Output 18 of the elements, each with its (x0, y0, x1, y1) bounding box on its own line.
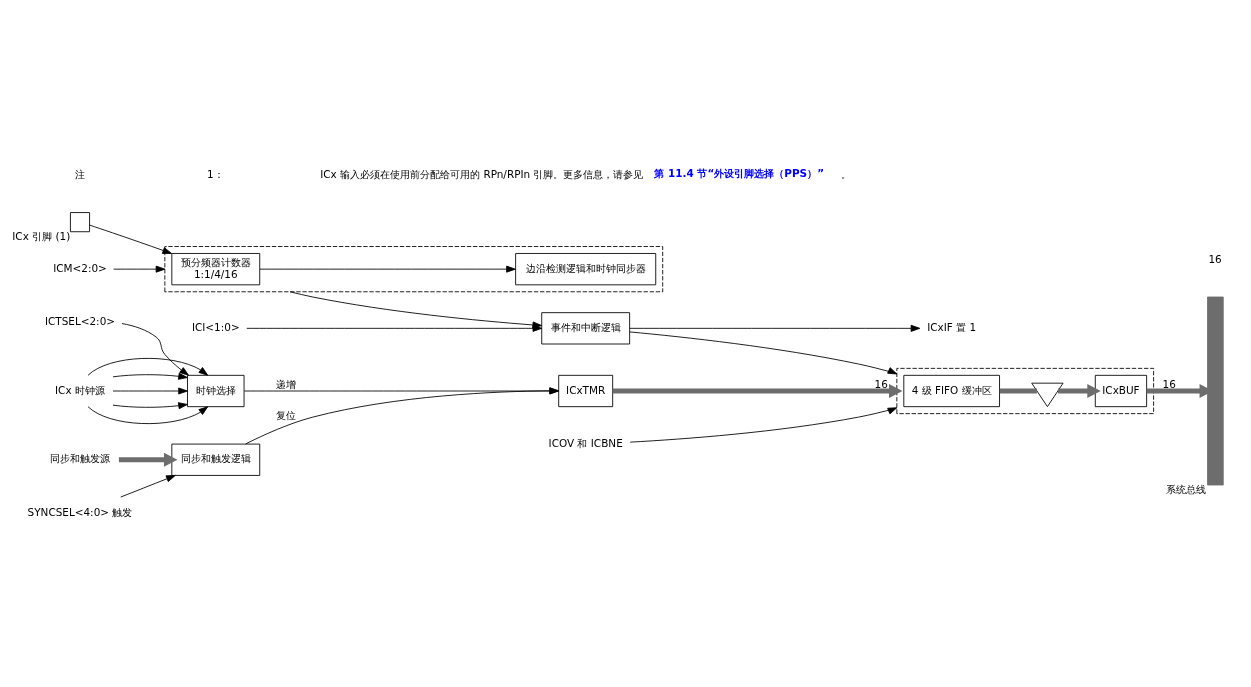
label: 注 (74, 167, 85, 180)
node-text: ICxIF 置 1 (927, 320, 977, 333)
label: 16 (1208, 252, 1222, 265)
edge-label: 16 (874, 377, 888, 390)
node-text: 同步和触发源 (50, 451, 110, 464)
node-label: ICx 引脚 (1) (12, 229, 71, 242)
node-text: ICTSEL<2:0> (44, 314, 116, 327)
edge-label: 复位 (276, 408, 297, 420)
node-text: ICOV 和 ICBNE (548, 436, 623, 449)
edge-label: 16 (1162, 377, 1176, 390)
node-text: ICI<1:0> (191, 320, 240, 333)
label: 1： (207, 167, 224, 180)
node-text: ICM<2:0> (53, 261, 107, 274)
node-label: 系统总线 (1166, 482, 1207, 495)
label: ICx 输入必须在使用前分配给可用的 RPn/RPIn 引脚。更多信息，请参见第 11.4 节“外设引脚选择（PPS）”。 (320, 166, 851, 180)
edge-label: 递增 (276, 377, 297, 390)
node-text: SYNCSEL<4:0> 触发 (27, 505, 133, 518)
node-text: ICx 时钟源 (55, 383, 105, 396)
